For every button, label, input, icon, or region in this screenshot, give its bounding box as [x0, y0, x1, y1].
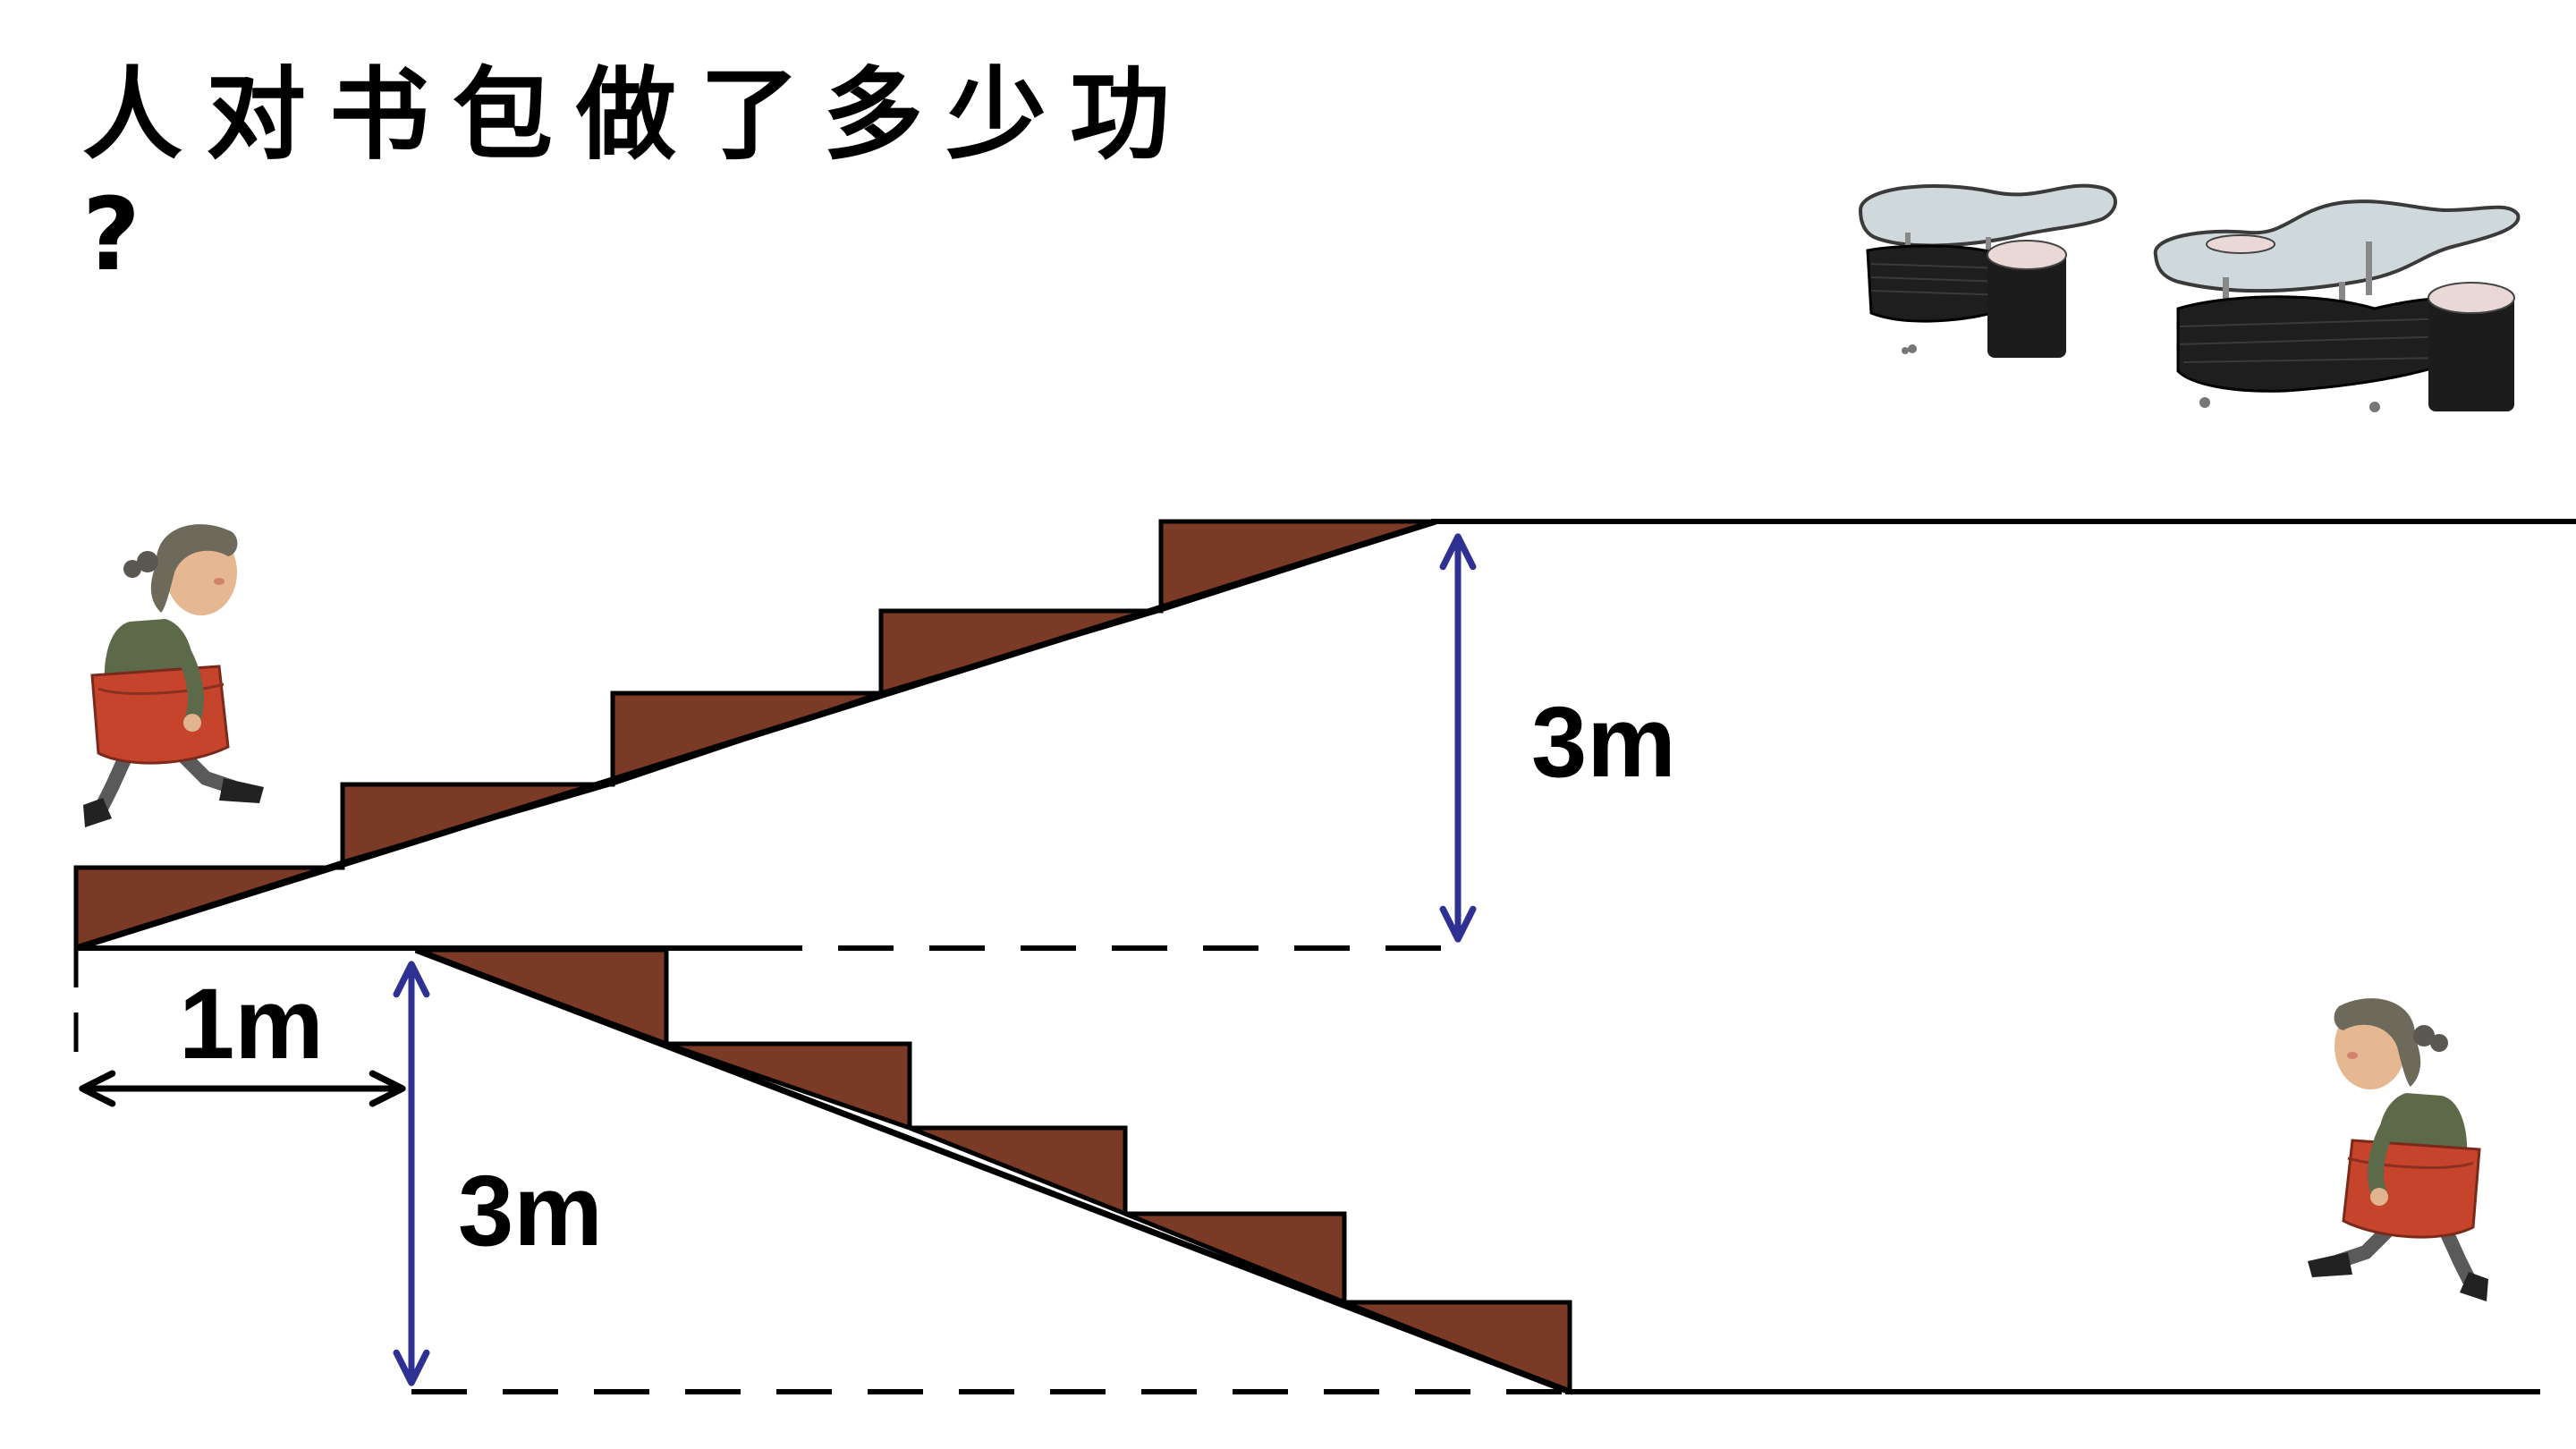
lower-incline [414, 946, 1572, 1395]
lower-staircase [414, 946, 1572, 1395]
upper-height-label: 3m [1531, 686, 1676, 798]
coffee-table-icon [1858, 183, 2117, 358]
lower-step-3 [909, 1125, 1128, 1217]
upper-incline [74, 518, 1437, 952]
coffee-table-icon [2153, 199, 2521, 412]
person-icon [83, 524, 264, 827]
person-icon [2308, 998, 2488, 1301]
question-title: 人对书包做了多少功 [82, 57, 1193, 174]
lower-step-4 [1124, 1211, 1347, 1306]
lower-step-2 [665, 1041, 912, 1131]
lower-height-label: 3m [458, 1155, 603, 1267]
horizontal-distance-label: 1m [179, 968, 324, 1080]
question-mark: ? [82, 177, 140, 293]
upper-staircase [73, 518, 1437, 952]
